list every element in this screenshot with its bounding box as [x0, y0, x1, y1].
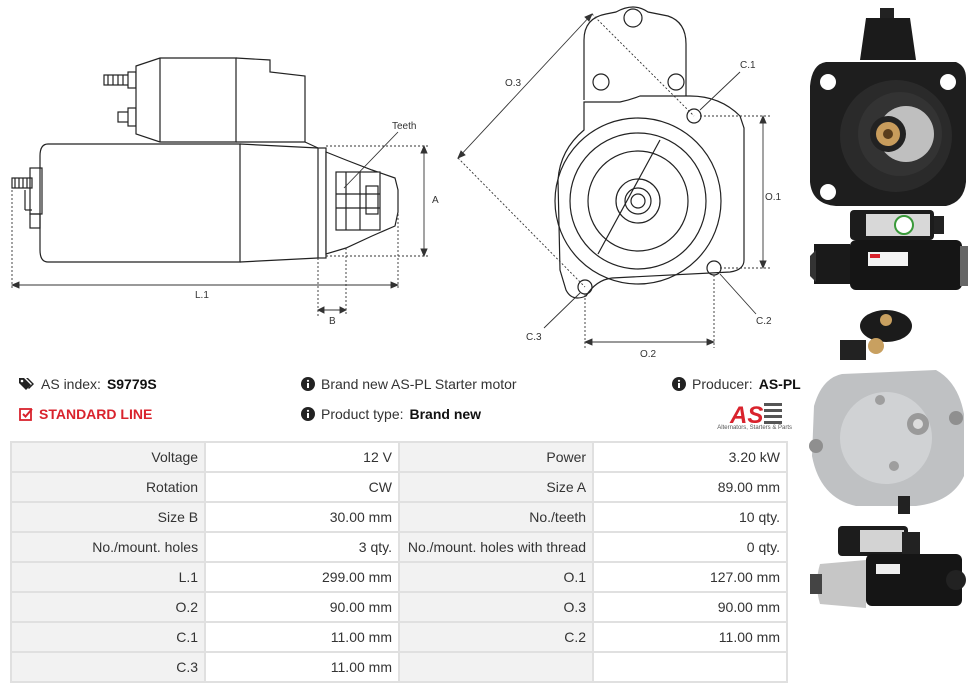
standard-line: STANDARD LINE — [19, 406, 152, 422]
table-row: Size B 30.00 mm No./teeth 10 qty. — [9, 501, 788, 533]
spec-value: 11.00 mm — [204, 651, 400, 683]
spec-label: No./mount. holes with thread — [397, 531, 595, 563]
table-row: C.1 11.00 mm C.2 11.00 mm — [9, 621, 788, 653]
producer-value: AS-PL — [758, 376, 801, 392]
spec-value: 90.00 mm — [204, 591, 400, 623]
product-photo-angle[interactable] — [806, 524, 970, 620]
spec-value: 12 V — [204, 441, 400, 473]
spec-label: C.1 — [9, 621, 207, 653]
brand-new-info: Brand new AS-PL Starter motor — [301, 376, 517, 392]
table-row: Voltage 12 V Power 3.20 kW — [9, 441, 788, 473]
spec-value: 3 qty. — [204, 531, 400, 563]
spec-label: O.1 — [397, 561, 595, 593]
spec-label: O.2 — [9, 591, 207, 623]
spec-table: Voltage 12 V Power 3.20 kW Rotation CW S… — [9, 441, 788, 683]
spec-label: C.3 — [9, 651, 207, 683]
side-dimension-lines — [10, 131, 430, 316]
product-type-label: Product type: — [321, 406, 404, 422]
dimension-c3-label: C.3 — [526, 332, 542, 343]
table-row: C.3 11.00 mm — [9, 651, 788, 683]
check-square-icon — [19, 407, 33, 421]
brand-new-text: Brand new AS-PL Starter motor — [321, 376, 517, 392]
dimension-o1-label: O.1 — [765, 192, 782, 203]
producer-label: Producer: — [692, 376, 753, 392]
spec-value: 299.00 mm — [204, 561, 400, 593]
table-row: No./mount. holes 3 qty. No./mount. holes… — [9, 531, 788, 563]
dimension-a-label: A — [432, 195, 439, 206]
spec-value: 90.00 mm — [592, 591, 788, 623]
as-index-label: AS index: — [41, 376, 101, 392]
as-index-value: S9779S — [106, 376, 157, 392]
spec-label: No./teeth — [397, 501, 595, 533]
spec-value: 11.00 mm — [592, 621, 788, 653]
spec-value: 3.20 kW — [592, 441, 788, 473]
spec-label: O.3 — [397, 591, 595, 623]
technical-drawing: Teeth A L.1 B — [10, 6, 782, 360]
spec-value — [592, 651, 788, 683]
teeth-label: Teeth — [392, 121, 416, 132]
standard-line-label: STANDARD LINE — [39, 406, 153, 422]
dimension-b-label: B — [329, 316, 336, 327]
spec-label: L.1 — [9, 561, 207, 593]
table-row: O.2 90.00 mm O.3 90.00 mm — [9, 591, 788, 623]
dimension-l1-label: L.1 — [195, 290, 209, 301]
spec-label: No./mount. holes — [9, 531, 207, 563]
dimension-c2-label: C.2 — [756, 316, 772, 327]
product-photo-side[interactable] — [806, 206, 970, 302]
spec-value: 11.00 mm — [204, 621, 400, 653]
spec-value: 0 qty. — [592, 531, 788, 563]
tags-icon — [19, 377, 35, 391]
spec-label — [397, 651, 595, 683]
logo-mark: AS — [729, 402, 763, 429]
spec-label: Rotation — [9, 471, 207, 503]
dimension-c1-label: C.1 — [740, 60, 756, 71]
table-row: Rotation CW Size A 89.00 mm — [9, 471, 788, 503]
spec-value: 89.00 mm — [592, 471, 788, 503]
product-type-value: Brand new — [409, 406, 482, 422]
product-photo-front[interactable] — [806, 6, 970, 211]
front-view-drawing — [554, 6, 745, 299]
spec-label: Size A — [397, 471, 595, 503]
spec-value: 10 qty. — [592, 501, 788, 533]
spec-value: 127.00 mm — [592, 561, 788, 593]
producer: Producer: AS-PL — [672, 376, 801, 392]
side-view-drawing — [11, 57, 399, 263]
table-row: L.1 299.00 mm O.1 127.00 mm — [9, 561, 788, 593]
as-pl-logo: AS — [729, 402, 782, 429]
spec-label: Power — [397, 441, 595, 473]
info-circle-icon — [301, 377, 315, 391]
info-circle-icon — [672, 377, 686, 391]
product-photo-flange[interactable] — [806, 306, 970, 516]
spec-label: C.2 — [397, 621, 595, 653]
spec-value: CW — [204, 471, 400, 503]
front-dimension-lines — [457, 13, 770, 348]
spec-label: Size B — [9, 501, 207, 533]
product-type: Product type: Brand new — [301, 406, 481, 422]
dimension-o3-label: O.3 — [505, 78, 522, 89]
spec-value: 30.00 mm — [204, 501, 400, 533]
spec-label: Voltage — [9, 441, 207, 473]
info-circle-icon — [301, 407, 315, 421]
as-index: AS index: S9779S — [19, 376, 157, 392]
logo-tagline: Alternators, Starters & Parts — [717, 425, 792, 431]
dimension-o2-label: O.2 — [640, 349, 657, 360]
